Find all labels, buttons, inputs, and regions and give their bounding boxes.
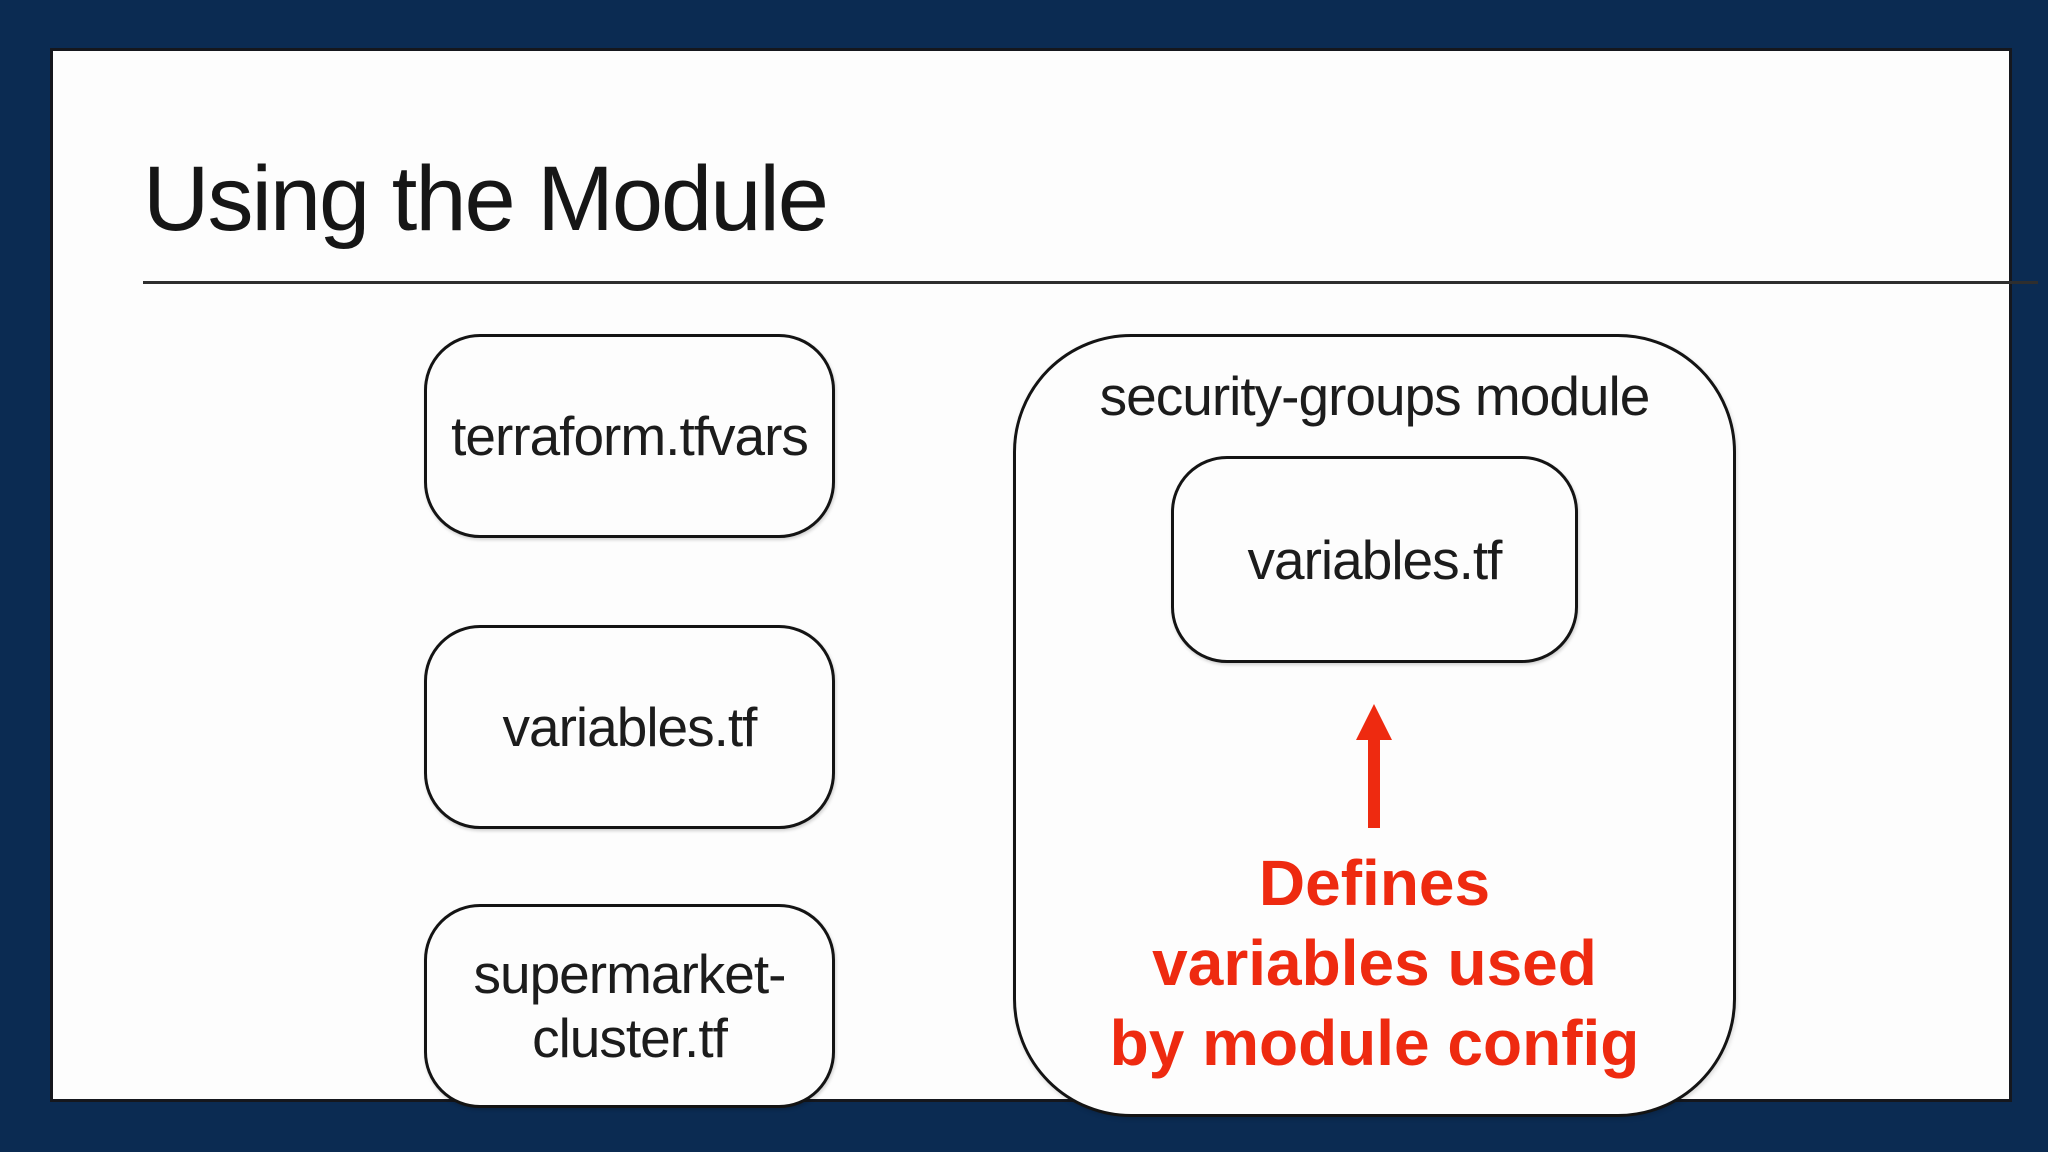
page-title: Using the Module	[143, 148, 829, 250]
up-arrow-head	[1356, 704, 1392, 740]
up-arrow-icon	[1356, 704, 1392, 831]
file-box-label: variables.tf	[502, 696, 758, 758]
file-box-label: supermarket- cluster.tf	[473, 943, 787, 1069]
module-file-box-variables-tf: variables.tf	[1171, 456, 1578, 663]
file-box-label: variables.tf	[1247, 528, 1503, 591]
file-box-variables-tf: variables.tf	[424, 625, 835, 829]
module-annotation: Defines variables used by module config	[1109, 847, 1640, 1079]
file-box-supermarket-cluster-tf: supermarket- cluster.tf	[424, 904, 835, 1108]
file-box-terraform-tfvars: terraform.tfvars	[424, 334, 835, 538]
up-arrow-stem	[1368, 738, 1380, 828]
module-container-label: security-groups module	[1099, 365, 1651, 427]
slide: Using the Module terraform.tfvars variab…	[50, 48, 2038, 1117]
file-box-label: terraform.tfvars	[451, 405, 809, 467]
title-divider	[143, 281, 2038, 284]
